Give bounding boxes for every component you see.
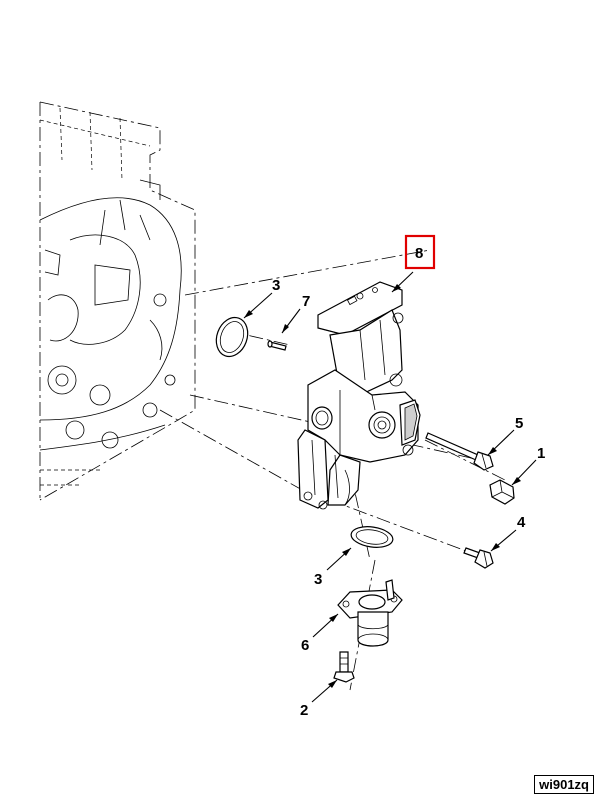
dowel-pin	[267, 340, 287, 351]
callout-7: 7	[302, 293, 310, 310]
callout-5: 5	[515, 415, 523, 432]
callout-3-top: 3	[272, 277, 280, 294]
cap-nut	[489, 479, 515, 505]
callout-8: 8	[415, 245, 423, 262]
engine-block-housing	[39, 101, 196, 501]
callout-4: 4	[517, 514, 526, 531]
water-outlet-connection	[337, 579, 403, 647]
housing-bracket	[297, 281, 421, 510]
long-bolt	[425, 432, 494, 471]
short-bolt	[463, 547, 494, 569]
callout-1: 1	[537, 445, 545, 462]
callout-8-highlight-box	[404, 234, 436, 270]
callout-6: 6	[301, 637, 309, 654]
o-ring-upper	[215, 316, 249, 358]
o-ring-lower	[350, 526, 394, 548]
leader-arrows	[243, 271, 537, 703]
flange-bolt	[333, 651, 355, 683]
illustration-reference-code: wi901zq	[534, 775, 594, 794]
callout-3-bottom: 3	[314, 571, 322, 588]
callout-2: 2	[300, 702, 308, 719]
